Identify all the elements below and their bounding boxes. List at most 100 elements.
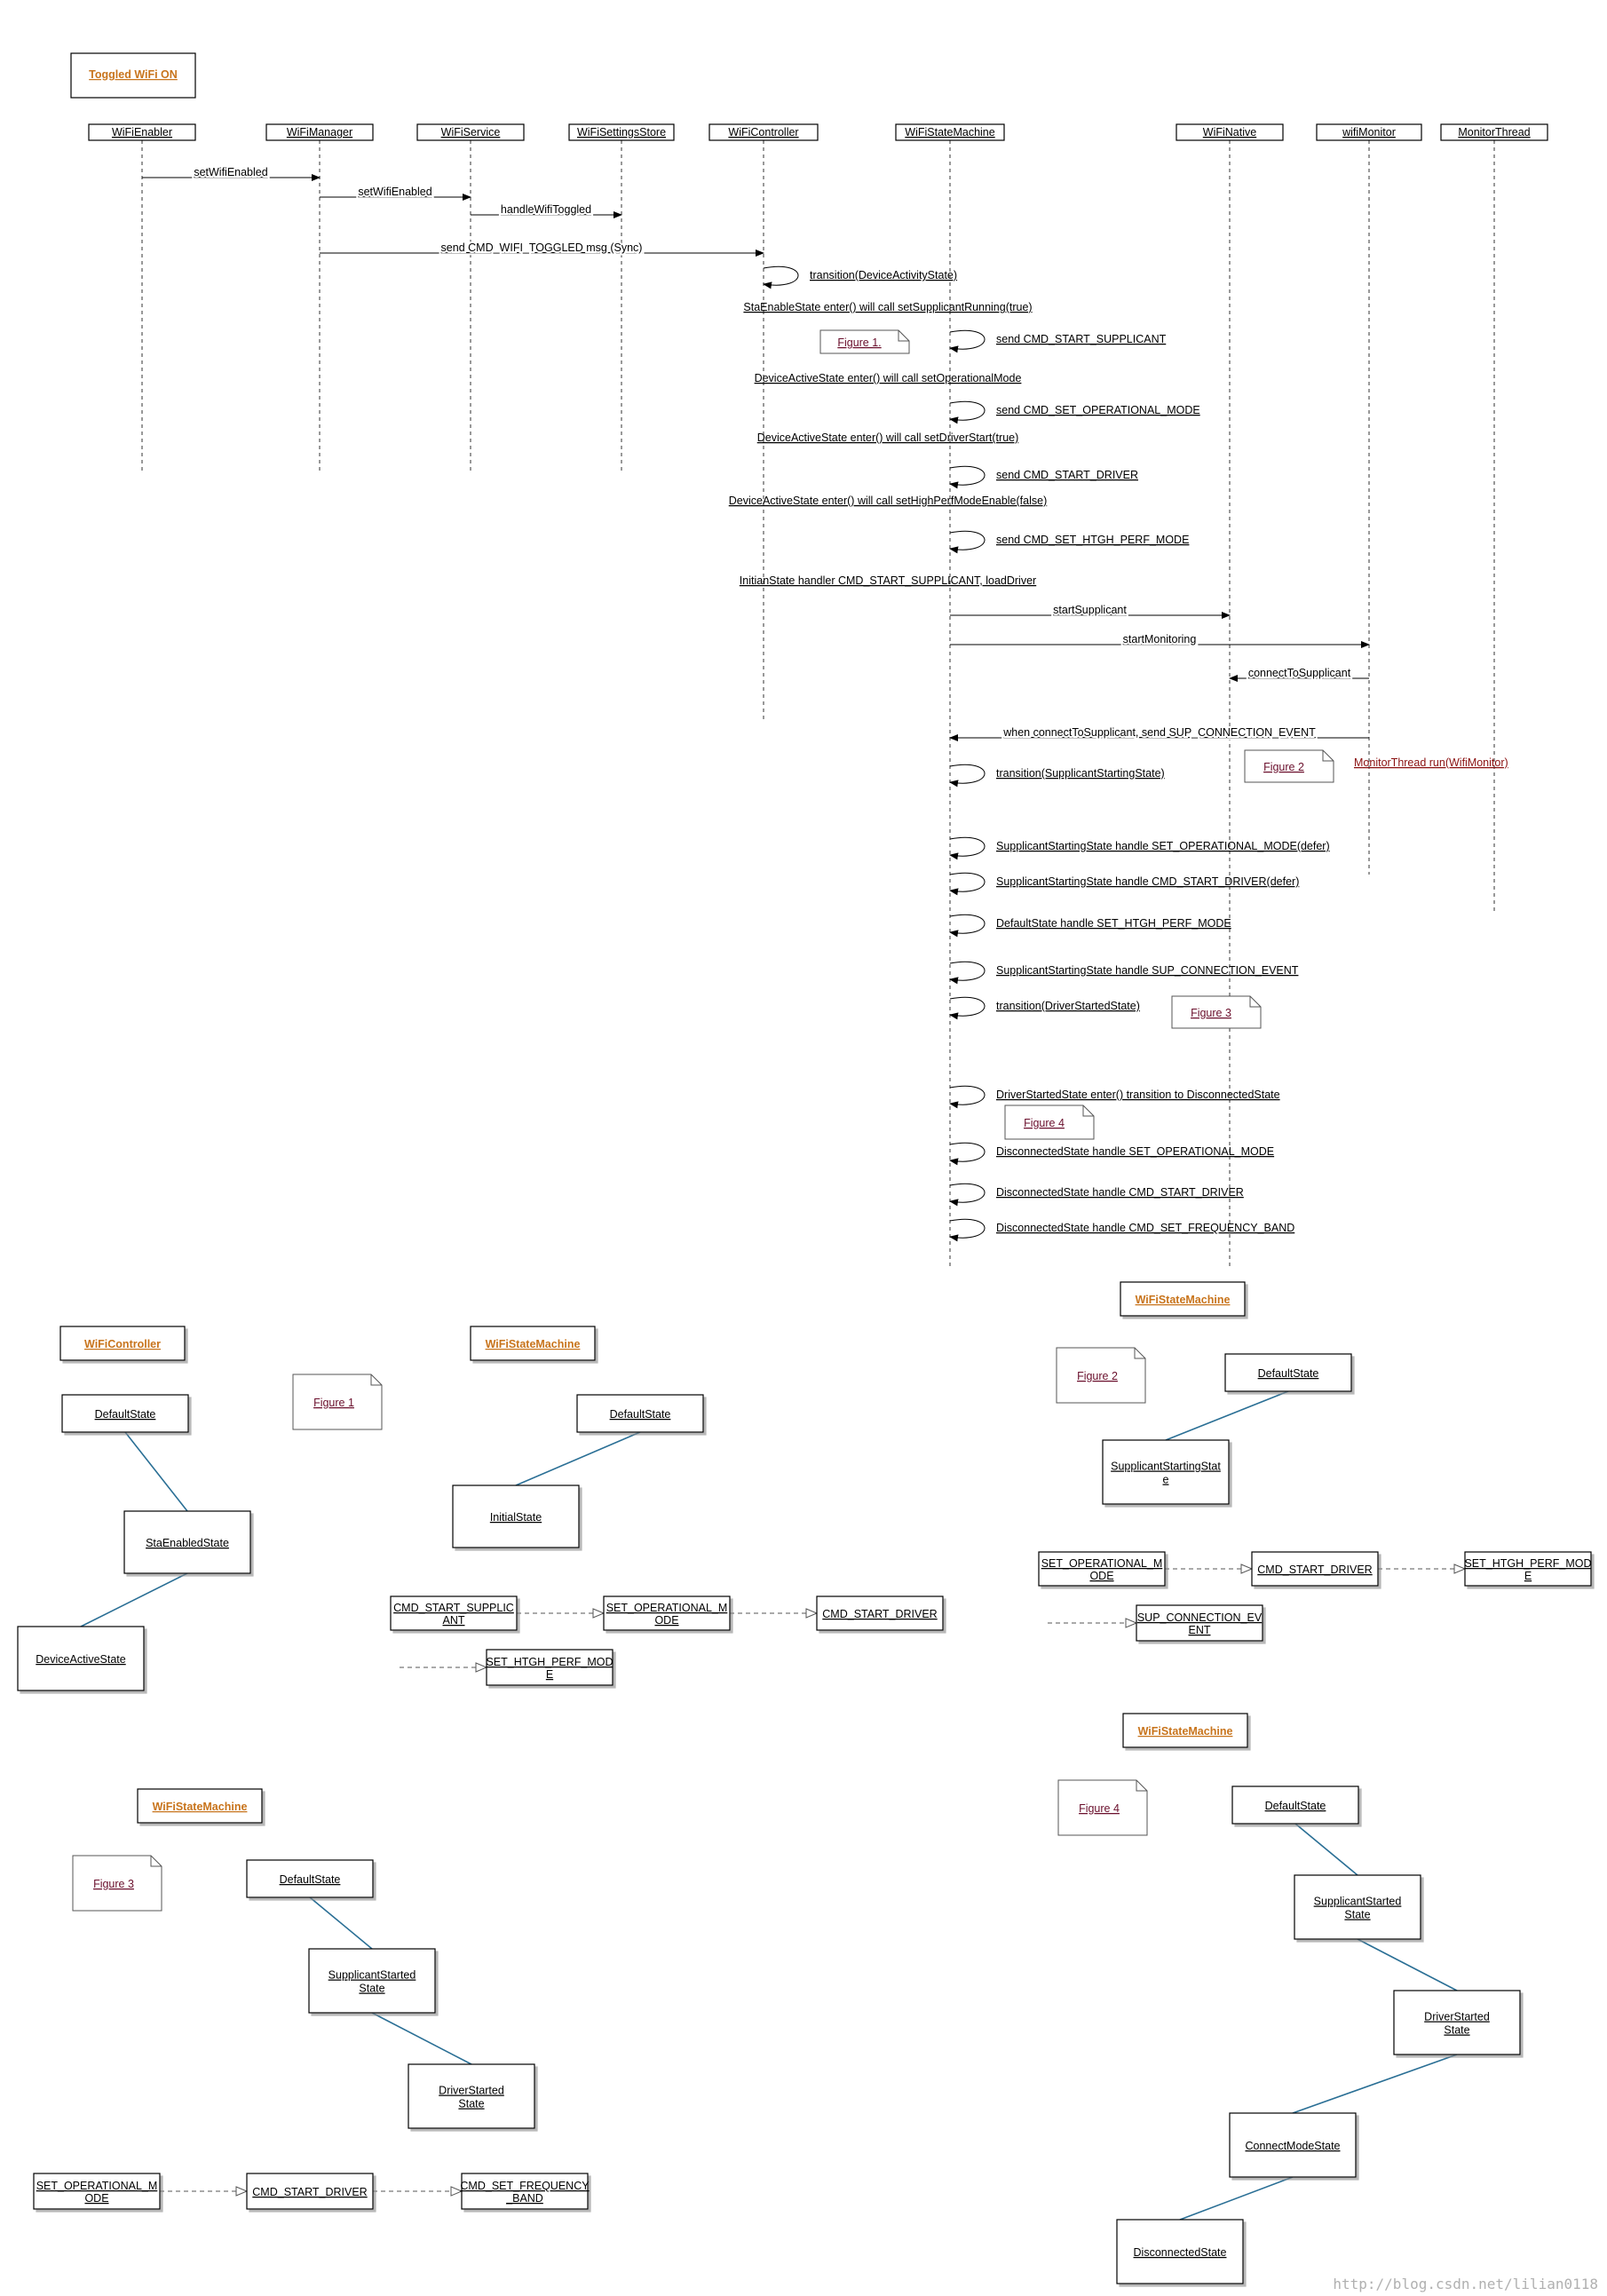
panel-4-queue-p4_q3-label-1: _BAND <box>505 2192 543 2205</box>
panel-5-state-link-0 <box>1294 1823 1358 1876</box>
title-frame <box>70 52 196 99</box>
panel-2-state-link-0 <box>515 1431 641 1486</box>
panel-1-state-p1_default-label-0: DefaultState <box>95 1408 156 1421</box>
panel-2-queue-p2_q3-label-0: CMD_START_DRIVER <box>822 1608 937 1620</box>
self-call-label-20: SupplicantStartingState handle CMD_START… <box>996 875 1299 888</box>
self-call-label-27: DisconnectedState handle CMD_SET_FREQUEN… <box>996 1222 1294 1234</box>
figure-note-label-23: Figure 3 <box>1191 1007 1231 1019</box>
panel-5-title-box <box>1122 1713 1248 1748</box>
panel-5-state-link-3 <box>1179 2176 1294 2221</box>
panel-1-state-p1_default <box>61 1394 189 1433</box>
panel-5-figure-note-label: Figure 4 <box>1079 1802 1120 1815</box>
message-label-3: send CMD_WIFI_TOGGLED msg (Sync) <box>441 241 643 254</box>
panel-2-state-p2_initial <box>452 1484 580 1548</box>
message-label-0: setWifiEnabled <box>194 166 267 178</box>
self-call-label-25: DisconnectedState handle SET_OPERATIONAL… <box>996 1145 1274 1158</box>
panel-3-state-p3_default-label-0: DefaultState <box>1258 1367 1319 1380</box>
self-call-10 <box>949 465 986 489</box>
panel-4-queue-p4_q3 <box>461 2173 589 2210</box>
figure-note-label-24: Figure 4 <box>1024 1117 1065 1129</box>
figure-note-24 <box>1004 1104 1095 1140</box>
panel-3-title: WiFiStateMachine <box>1136 1294 1231 1306</box>
panel-3-figure-note-fold <box>1134 1348 1145 1359</box>
panel-4-title-box <box>137 1788 263 1824</box>
panel-2-queue-p2_q4-label-0: SET_HTGH_PERF_MOD <box>486 1656 613 1668</box>
panel-1-title: WiFiController <box>84 1338 161 1350</box>
self-call-23 <box>949 996 986 1020</box>
panel-4-queue-p4_q1-label-0: SET_OPERATIONAL_M <box>36 2180 158 2192</box>
panel-4-state-p4_default-label-0: DefaultState <box>280 1873 341 1886</box>
state-note-13: InitianState handler CMD_START_SUPPLICAN… <box>740 574 1036 587</box>
panel-3-state-p3_default <box>1224 1353 1352 1392</box>
panel-4-queue-p4_q3-label-0: CMD_SET_FREQUENCY <box>460 2180 590 2192</box>
panel-1-state-link-0 <box>124 1431 188 1512</box>
panel-3-queue-p3_q4 <box>1136 1604 1263 1642</box>
panel-1-figure-note-fold <box>370 1374 382 1386</box>
panel-3-queue-p3_q4-label-0: SUP_CONNECTION_EV <box>1137 1611 1263 1624</box>
panel-2-state-p2_default <box>576 1394 704 1433</box>
panel-1-figure-note <box>292 1374 383 1430</box>
panel-1-state-link-1 <box>80 1572 188 1627</box>
panel-4-figure-note-label: Figure 3 <box>93 1878 134 1890</box>
panel-5-state-link-1 <box>1357 1938 1458 1991</box>
self-call-label-10: send CMD_START_DRIVER <box>996 469 1138 481</box>
self-call-label-24: DriverStartedState enter() transition to… <box>996 1089 1280 1101</box>
lifeline-store-label: WiFiSettingsStore <box>577 126 666 139</box>
panel-4-state-p4_drv <box>408 2063 535 2129</box>
message-label-17: when connectToSupplicant, send SUP_CONNE… <box>1002 726 1316 739</box>
panel-4-figure-note <box>72 1855 162 1912</box>
state-note-5: StaEnableState enter() will call setSupp… <box>743 301 1032 313</box>
box-layer <box>17 52 1592 2284</box>
panel-3-state-p3_supp-label-1: e <box>1163 1474 1169 1486</box>
lifeline-store-box <box>568 123 675 141</box>
panel-3-queue-p3_q3-label-1: E <box>1524 1570 1532 1582</box>
self-call-label-6: send CMD_START_SUPPLICANT <box>996 333 1167 345</box>
panel-4-queue-p4_q2-label-0: CMD_START_DRIVER <box>252 2186 367 2198</box>
panel-1-state-p1_sta-label-0: StaEnabledState <box>146 1537 229 1549</box>
panel-4-queue-p4_q2 <box>246 2173 374 2210</box>
self-call-12 <box>949 530 986 554</box>
panel-2-queue-p2_q3 <box>816 1595 944 1631</box>
self-call-20 <box>949 872 986 896</box>
self-call-label-22: SupplicantStartingState handle SUP_CONNE… <box>996 964 1299 977</box>
panel-2-queue-p2_q1-label-1: ANT <box>443 1614 465 1627</box>
self-call-25 <box>949 1142 986 1166</box>
self-call-6 <box>949 329 986 353</box>
panel-4-figure-note-fold <box>150 1856 162 1867</box>
panel-2-queue-p2_q2 <box>603 1595 731 1631</box>
lifeline-thread-box <box>1440 123 1548 141</box>
panel-3-queue-p3_q1 <box>1038 1551 1166 1587</box>
self-call-label-8: send CMD_SET_OPERATIONAL_MODE <box>996 404 1200 416</box>
lifeline-thread-label: MonitorThread <box>1458 126 1530 139</box>
figure-note-23 <box>1171 995 1262 1029</box>
panel-1-title-box <box>59 1326 186 1361</box>
panel-4-state-p4_drv-label-1: State <box>458 2098 484 2110</box>
self-call-label-21: DefaultState handle SET_HTGH_PERF_MODE <box>996 917 1231 930</box>
panel-1-state-p1_dev-label-0: DeviceActiveState <box>36 1653 125 1666</box>
panel-2-queue-p2_q1-label-0: CMD_START_SUPPLIC <box>393 1602 514 1614</box>
self-call-26 <box>949 1183 986 1207</box>
lifeline-manager-label: WiFiManager <box>287 126 352 139</box>
panel-4-queue-p4_q1 <box>33 2173 161 2210</box>
figure-note-24-fold <box>1082 1105 1094 1117</box>
panel-4-state-link-0 <box>309 1896 373 1950</box>
panel-2-title: WiFiStateMachine <box>486 1338 581 1350</box>
panel-3-state-p3_supp-label-0: SupplicantStartingStat <box>1111 1461 1221 1473</box>
state-note-11: DeviceActiveState enter() will call setH… <box>729 495 1047 507</box>
self-call-21 <box>949 914 986 938</box>
panel-1-figure-note-label: Figure 1 <box>313 1397 354 1409</box>
figure-note-6 <box>819 329 910 354</box>
panel-1-state-p1_dev <box>17 1626 145 1691</box>
self-call-24 <box>949 1085 986 1109</box>
panel-5-state-p5_supp <box>1294 1874 1421 1940</box>
message-label-14: startSupplicant <box>1053 604 1127 616</box>
panel-3-figure-note-label: Figure 2 <box>1077 1370 1118 1382</box>
line-layer <box>80 140 1495 2221</box>
lifeline-statemachine-box <box>895 123 1005 141</box>
panel-3-state-p3_supp <box>1102 1439 1230 1505</box>
self-call-27 <box>949 1218 986 1242</box>
panel-4-state-p4_supp <box>308 1948 436 2014</box>
panel-5-figure-note-fold <box>1136 1780 1147 1792</box>
panel-4-state-p4_drv-label-0: DriverStarted <box>439 2085 504 2097</box>
